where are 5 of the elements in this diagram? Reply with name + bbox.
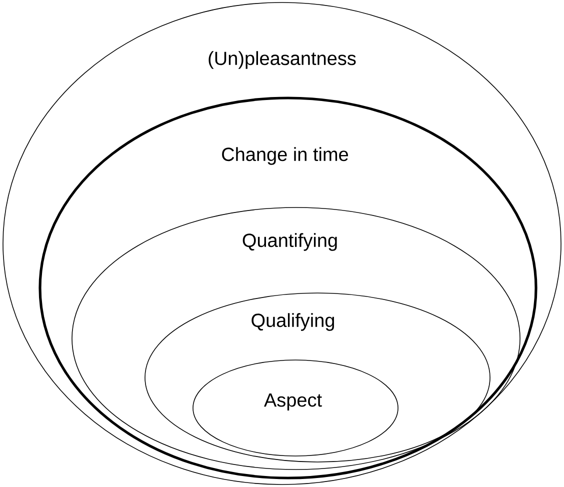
ring-label: Change in time	[222, 147, 348, 165]
ring-label: Aspect	[264, 394, 322, 410]
ring-label: Quantifying	[242, 233, 337, 251]
ring-label: Qualifying	[252, 313, 334, 331]
ring-label: (Un)pleasantness	[208, 51, 356, 69]
